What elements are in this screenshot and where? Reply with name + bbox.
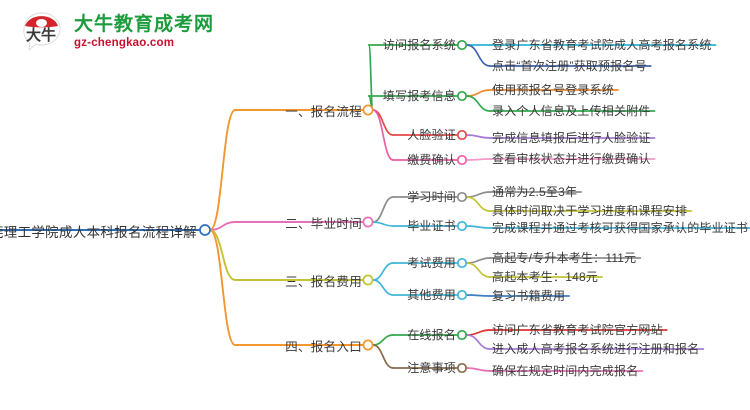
mindmap-branch-label-1[interactable]: 一、报名流程 (285, 105, 362, 119)
logo-title: 大牛教育成考网 (74, 14, 215, 35)
mindmap-sub-label-1-3[interactable]: 人脸验证 (407, 128, 456, 142)
mindmap-leaf-label-1-2-2[interactable]: 录入个人信息及上传相关附件 (492, 104, 651, 118)
logo-mark-icon: 大牛 (18, 10, 66, 54)
mindmap-leaf-label-1-3-1[interactable]: 完成信息填报后进行人脸验证 (492, 131, 651, 145)
mindmap-leaf-label-1-4-1[interactable]: 查看审核状态并进行缴费确认 (492, 152, 651, 166)
mindmap-sub-label-1-4[interactable]: 缴费确认 (407, 153, 456, 167)
mindmap-leaf-label-1-2-1[interactable]: 使用预报名号登录系统 (492, 83, 615, 97)
mindmap-leaf-label-1-1-2[interactable]: 点击“首次注册”获取预报名号 (492, 59, 647, 73)
mindmap-sub-label-3-2[interactable]: 其他费用 (407, 288, 456, 302)
mindmap-root-label[interactable]: 东莞理工学院成人本科报名流程详解 (0, 225, 197, 240)
logo-domain: gz-chengkao.com (74, 36, 175, 49)
svg-text:大牛: 大牛 (26, 26, 56, 44)
mindmap-leaf-label-2-1-2[interactable]: 具体时间取决于学习进度和课程安排 (492, 204, 688, 218)
mindmap-leaf-label-3-1-1[interactable]: 高起专/专升本考生：111元 (492, 251, 637, 265)
mindmap-leaf-label-2-1-1[interactable]: 通常为2.5至3年 (492, 185, 578, 199)
mindmap-sub-label-4-2[interactable]: 注意事项 (407, 361, 456, 375)
mindmap-sub-label-1-2[interactable]: 填写报考信息 (382, 89, 456, 103)
mindmap-branch-label-4[interactable]: 四、报名入口 (285, 340, 362, 354)
mindmap-leaf-label-4-1-2[interactable]: 进入成人高考报名系统进行注册和报名 (492, 342, 700, 356)
mindmap-sub-label-4-1[interactable]: 在线报名 (407, 328, 456, 342)
logo-text: 大牛教育成考网 gz-chengkao.com (74, 15, 214, 49)
mindmap-leaf-label-4-2-1[interactable]: 确保在规定时间内完成报名 (492, 364, 639, 378)
site-logo: 大牛 大牛教育成考网 gz-chengkao.com (18, 10, 214, 54)
mindmap-branch-label-3[interactable]: 三、报名费用 (285, 275, 362, 289)
mindmap-branch-label-2[interactable]: 二、毕业时间 (285, 217, 362, 231)
mindmap-sub-label-1-1[interactable]: 访问报名系统 (382, 38, 456, 52)
mindmap-leaf-label-2-2-1[interactable]: 完成课程并通过考核可获得国家承认的毕业证书 (492, 221, 749, 235)
mindmap-sub-label-3-1[interactable]: 考试费用 (407, 256, 456, 270)
mindmap-leaf-label-1-1-1[interactable]: 登录广东省教育考试院成人高考报名系统 (492, 38, 712, 52)
mindmap-leaf-label-3-2-1[interactable]: 复习书籍费用 (492, 289, 566, 303)
mindmap-leaf-label-3-1-2[interactable]: 高起本考生：148元 (492, 270, 599, 284)
mindmap-sub-label-2-2[interactable]: 毕业证书 (407, 219, 456, 233)
mindmap-sub-label-2-1[interactable]: 学习时间 (407, 190, 456, 204)
mindmap-leaf-label-4-1-1[interactable]: 访问广东省教育考试院官方网站 (492, 323, 663, 337)
